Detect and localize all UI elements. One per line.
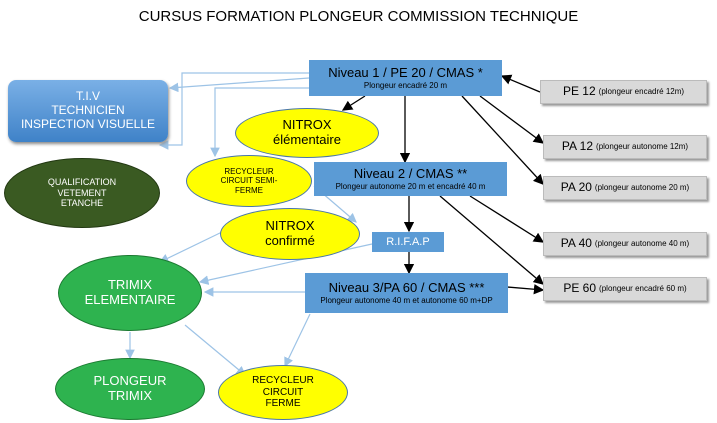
niveau2-box[interactable]: Niveau 2 / CMAS ** Plongeur autonome 20 … — [314, 162, 507, 196]
trimix-elem-line1: TRIMIX — [107, 277, 153, 293]
niveau1-sub: Plongeur encadré 20 m — [363, 80, 448, 90]
arrow-n2-to-pa40 — [469, 195, 545, 243]
vetement-line2: VETEMENT — [57, 187, 107, 198]
tiv-line1: T.I.V — [75, 89, 100, 104]
pa20-box[interactable]: PA 20 (plongeur autonome 20 m) — [543, 176, 707, 200]
diagram-title: CURSUS FORMATION PLONGEUR COMMISSION TEC… — [138, 8, 579, 25]
arrow-pe12-to-n1 — [500, 74, 541, 93]
arrow-n1-to-recycleur-semi — [210, 87, 309, 158]
recycleur-semi-ferme-ellipse[interactable]: RECYCLEUR CIRCUIT SEMI- FERME — [186, 155, 312, 207]
recycleur-ferme-ellipse[interactable]: RECYCLEUR CIRCUIT FERME — [218, 365, 348, 420]
tiv-line2: TECHNICIEN — [51, 103, 125, 118]
plongeur-trimix-line2: TRIMIX — [107, 388, 153, 403]
rifap-box[interactable]: R.I.F.A.P — [372, 232, 444, 252]
pe60-code: PE 60 — [563, 281, 597, 296]
pe12-desc: (plongeur encadré 12m) — [598, 87, 685, 97]
pa20-desc: (plongeur autonome 20 m) — [594, 183, 690, 193]
arrow-n1-to-pa12 — [479, 95, 545, 144]
recycleur-semi-line1: RECYCLEUR — [224, 167, 274, 177]
niveau2-label: Niveau 2 / CMAS ** — [353, 165, 468, 181]
recycleur-ferme-line2: CIRCUIT — [262, 386, 304, 398]
niveau1-label: Niveau 1 / PE 20 / CMAS * — [328, 64, 483, 80]
plongeur-trimix-line1: PLONGEUR — [93, 373, 167, 389]
recycleur-ferme-line3: FERME — [265, 398, 301, 410]
niveau3-label: Niveau 3/PA 60 / CMAS *** — [328, 279, 485, 295]
pa12-box[interactable]: PA 12 (plongeur autonome 12m) — [543, 135, 707, 159]
pa20-code: PA 20 — [560, 180, 592, 195]
arrow-nitrox-conf-to-trimix — [158, 231, 223, 263]
trimix-elem-line2: ELEMENTAIRE — [84, 292, 176, 307]
pe12-code: PE 12 — [562, 84, 596, 99]
arrow-n2-to-pe60 — [439, 195, 544, 285]
recycleur-semi-line3: FERME — [235, 185, 263, 195]
recycleur-semi-line2: CIRCUIT SEMI- — [220, 176, 278, 186]
vetement-etanche-ellipse[interactable]: QUALIFICATION VETEMENT ETANCHE — [4, 158, 160, 228]
pa40-code: PA 40 — [560, 236, 592, 251]
pa12-desc: (plongeur autonome 12m) — [596, 142, 689, 152]
nitrox-elem-line1: NITROX — [282, 117, 332, 133]
plongeur-trimix-ellipse[interactable]: PLONGEUR TRIMIX — [55, 358, 205, 420]
arrow-n1-to-tiv — [168, 77, 310, 93]
tiv-line3: INSPECTION VISUELLE — [20, 116, 156, 131]
arrow-n1-to-nitrox-elem — [341, 95, 366, 111]
pa12-code: PA 12 — [561, 139, 594, 154]
trimix-elementaire-ellipse[interactable]: TRIMIX ELEMENTAIRE — [58, 255, 202, 331]
nitrox-elem-line2: élémentaire — [273, 132, 341, 147]
arrow-n3-to-recycleur-ferme — [284, 313, 311, 368]
arrow-n1-to-pa20 — [461, 95, 544, 185]
vetement-line3: ETANCHE — [60, 198, 104, 209]
nitrox-elementaire-ellipse[interactable]: NITROX élémentaire — [235, 108, 379, 158]
niveau2-sub: Plongeur autonome 20 m et encadré 40 m — [335, 181, 486, 191]
pe12-box[interactable]: PE 12 (plongeur encadré 12m) — [540, 80, 707, 104]
niveau3-sub: Plongeur autonome 40 m et autonome 60 m+… — [320, 295, 493, 305]
recycleur-ferme-line1: RECYCLEUR — [252, 375, 314, 387]
pe60-desc: (plongeur encadré 60 m) — [599, 284, 687, 294]
pe60-box[interactable]: PE 60 (plongeur encadré 60 m) — [543, 277, 707, 301]
arrow-n3-to-pe60 — [506, 284, 545, 295]
vetement-line1: QUALIFICATION — [47, 177, 117, 188]
nitrox-confirme-ellipse[interactable]: NITROX confirmé — [220, 208, 360, 260]
pa40-desc: (plongeur autonome 40 m) — [594, 239, 690, 249]
niveau1-box[interactable]: Niveau 1 / PE 20 / CMAS * Plongeur encad… — [309, 60, 502, 96]
niveau3-box[interactable]: Niveau 3/PA 60 / CMAS *** Plongeur auton… — [305, 273, 508, 313]
arrow-trimix-to-recycleur-ferme — [184, 324, 246, 376]
nitrox-conf-line1: NITROX — [265, 218, 315, 234]
tiv-box[interactable]: T.I.V TECHNICIEN INSPECTION VISUELLE — [8, 80, 168, 142]
arrow-n1-to-vetement — [158, 72, 309, 150]
nitrox-conf-line2: confirmé — [265, 233, 315, 248]
rifap-label: R.I.F.A.P — [386, 235, 430, 248]
pa40-box[interactable]: PA 40 (plongeur autonome 40 m) — [543, 232, 707, 256]
